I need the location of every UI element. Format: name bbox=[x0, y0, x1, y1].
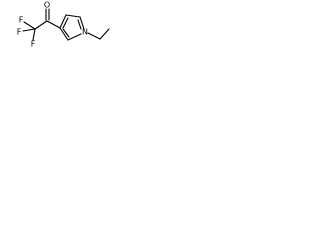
cf3-to-f-middle-bond bbox=[22, 28, 36, 32]
ring-c5-n-inner-bond bbox=[77, 19, 82, 30]
structure-canvas: O F F F N bbox=[0, 0, 118, 66]
atom-label-oxygen: O bbox=[44, 1, 50, 10]
ring-c5-n-bond bbox=[79, 16, 85, 30]
ring-c4-c5-bond bbox=[65, 14, 81, 18]
ring-n-c2-bond bbox=[67, 33, 82, 41]
carbonyl-to-ring-bond bbox=[46, 20, 61, 29]
cf3-to-f-bottom-bond bbox=[32, 28, 36, 41]
ethyl-ch2-ch3-bond bbox=[99, 28, 110, 40]
atom-label-nitrogen: N bbox=[82, 28, 88, 37]
atom-label-fluorine-middle: F bbox=[17, 28, 22, 37]
ring-c2-c3-bond bbox=[59, 27, 69, 41]
atom-label-fluorine-bottom: F bbox=[31, 40, 36, 49]
atom-label-fluorine-top: F bbox=[19, 16, 24, 25]
ring-c3-c4-inner-bond bbox=[62, 17, 69, 29]
carbonyl-to-cf3-bond bbox=[34, 20, 48, 30]
chemical-structure: O F F F N bbox=[17, 1, 110, 49]
n-to-ethyl-bond bbox=[87, 32, 101, 40]
cf3-to-f-top-bond bbox=[23, 21, 36, 30]
ring-c3-c4-bond bbox=[59, 14, 67, 29]
ring-c2-c3-inner-bond bbox=[62, 28, 70, 38]
